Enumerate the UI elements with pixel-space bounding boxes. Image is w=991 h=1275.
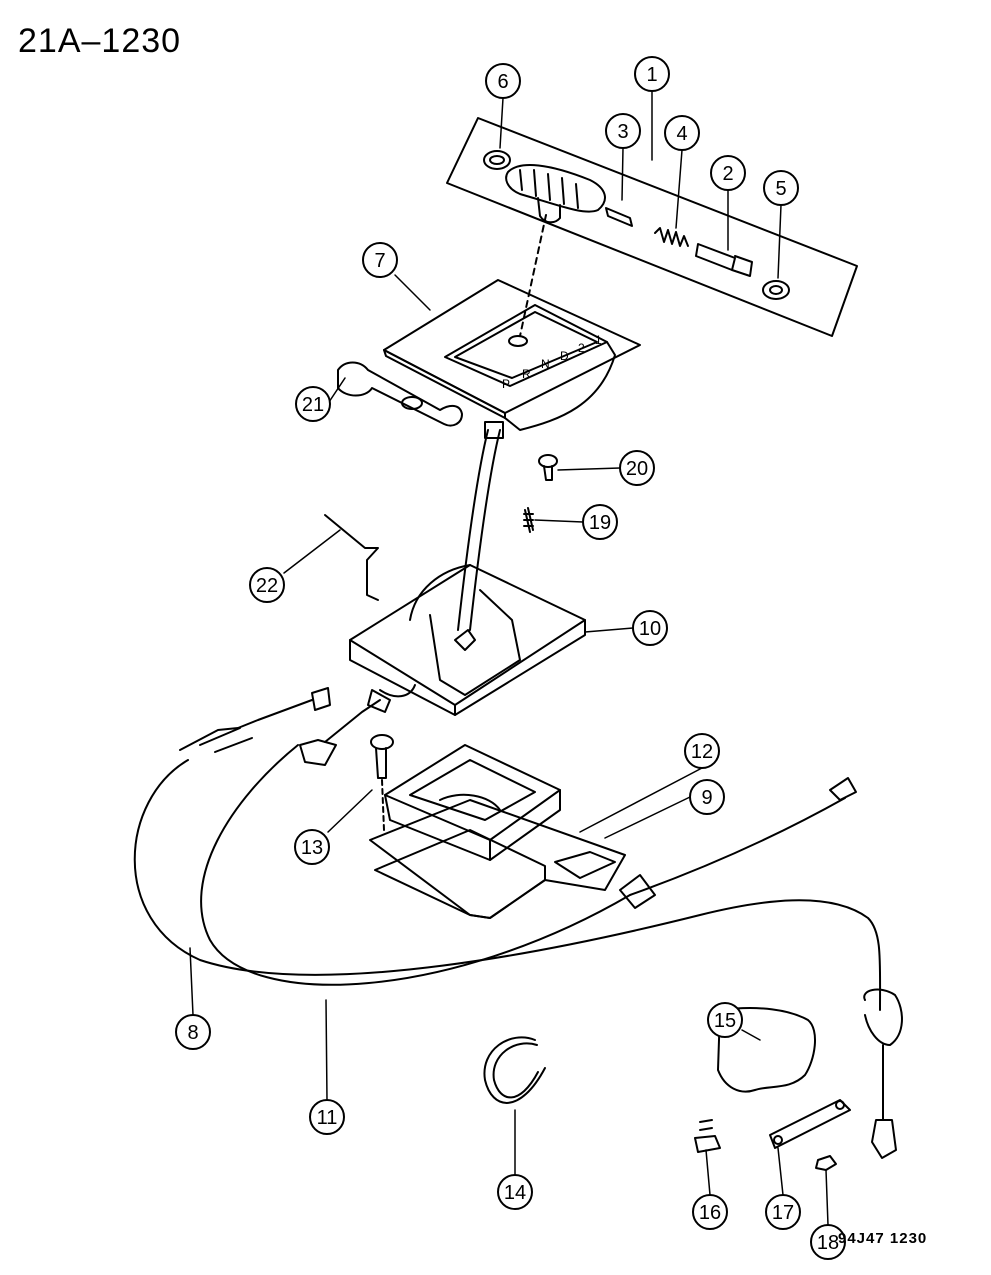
callout-number: 10 [639, 618, 661, 640]
gear-indicator-letter: N [541, 357, 550, 371]
shifter-boot [384, 744, 561, 861]
callout-21: 21 [295, 386, 331, 422]
callout-number: 15 [714, 1010, 736, 1032]
knob-kit-panel [446, 117, 858, 337]
callout-number: 1 [646, 64, 657, 86]
callout-4: 4 [664, 115, 700, 151]
callout-8: 8 [175, 1014, 211, 1050]
callout-9: 9 [689, 779, 725, 815]
spring [654, 227, 689, 247]
shift-cable [133, 687, 903, 1159]
callout-2: 2 [710, 155, 746, 191]
callout-1: 1 [634, 56, 670, 92]
callout-6: 6 [485, 63, 521, 99]
callout-11: 11 [309, 1099, 345, 1135]
callout-7: 7 [362, 242, 398, 278]
callout-number: 18 [817, 1232, 839, 1254]
callout-19: 19 [582, 504, 618, 540]
bolt-small [694, 1119, 721, 1153]
callout-12: 12 [684, 733, 720, 769]
callout-number: 20 [626, 458, 648, 480]
bolt [538, 454, 558, 481]
gear-indicator: P R N D 2 1 [502, 333, 602, 391]
gear-indicator-letter: P [502, 377, 510, 391]
gear-indicator-letter: 1 [595, 333, 602, 347]
retaining-ring [762, 280, 790, 300]
push-button [695, 243, 753, 277]
callout-number: 21 [302, 394, 324, 416]
callout-15: 15 [707, 1002, 743, 1038]
callout-number: 14 [504, 1182, 526, 1204]
callout-14: 14 [497, 1174, 533, 1210]
callout-number: 13 [301, 837, 323, 859]
callout-16: 16 [692, 1194, 728, 1230]
leader-lines [189, 89, 829, 1226]
callouts: 1 2 3 4 5 6 7 8 9 10 11 12 13 14 15 16 1… [175, 56, 846, 1260]
gear-indicator-letter: R [522, 367, 531, 381]
callout-number: 9 [701, 787, 712, 809]
shift-bezel [383, 279, 641, 431]
callout-13: 13 [294, 829, 330, 865]
cable-clip [483, 1036, 546, 1104]
shift-lever-handle [337, 361, 463, 427]
button-pin [605, 207, 633, 227]
callout-5: 5 [763, 170, 799, 206]
callout-number: 16 [699, 1202, 721, 1224]
callout-number: 11 [317, 1107, 338, 1129]
callout-20: 20 [619, 450, 655, 486]
callout-10: 10 [632, 610, 668, 646]
callout-3: 3 [605, 113, 641, 149]
callout-number: 5 [775, 178, 786, 200]
mounting-plate [369, 799, 626, 919]
callout-22: 22 [249, 567, 285, 603]
mounting-bolt [370, 734, 394, 831]
spring-clip [324, 514, 379, 601]
callout-number: 8 [187, 1022, 198, 1044]
callout-18: 18 [810, 1224, 846, 1260]
callout-number: 17 [772, 1202, 794, 1224]
callout-number: 7 [374, 250, 385, 272]
lever [769, 1099, 851, 1149]
callout-number: 3 [617, 121, 628, 143]
shifter-assembly [349, 421, 586, 716]
callout-17: 17 [765, 1194, 801, 1230]
callout-number: 6 [497, 71, 508, 93]
callout-number: 22 [256, 575, 278, 597]
gear-indicator-letter: D [560, 349, 569, 363]
page-title: 21A–1230 [18, 22, 182, 60]
diagram-code: 94J47 1230 [838, 1230, 928, 1247]
callout-number: 4 [676, 123, 687, 145]
callout-number: 2 [722, 163, 733, 185]
callout-number: 19 [589, 512, 611, 534]
callout-number: 12 [691, 741, 713, 763]
screw [523, 507, 534, 533]
selector-cable [200, 689, 857, 986]
nut [815, 1155, 837, 1171]
gear-indicator-letter: 2 [578, 341, 585, 355]
shift-knob [483, 150, 606, 224]
cable-bracket [717, 1007, 816, 1093]
